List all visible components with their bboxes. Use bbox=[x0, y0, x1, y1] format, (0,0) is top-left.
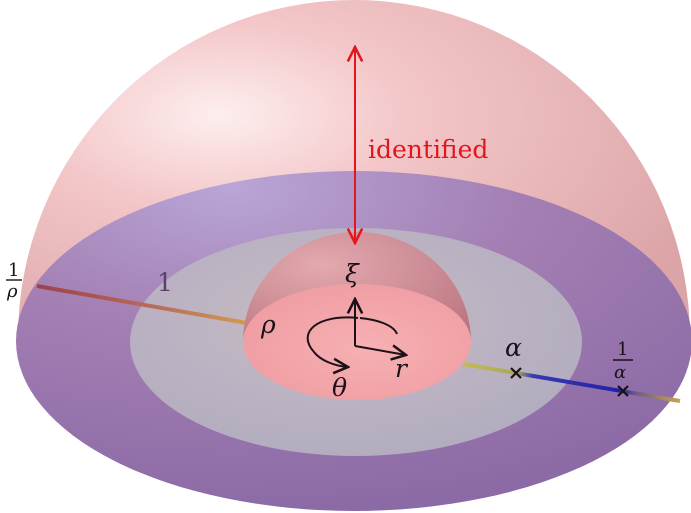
identified-label: identified bbox=[368, 135, 488, 164]
r-axis-arrow bbox=[354, 346, 406, 355]
one-over-rho-denominator: ρ bbox=[6, 281, 18, 302]
theta-rotation-arrow bbox=[306, 316, 359, 367]
one-over-alpha-label: 1 α bbox=[613, 339, 633, 383]
theta-rotation-arrow-tail bbox=[359, 317, 398, 335]
inner-disk bbox=[243, 284, 471, 400]
xi-label: ξ bbox=[345, 259, 360, 288]
one-over-alpha-denominator: α bbox=[614, 362, 626, 383]
one-over-rho-numerator: 1 bbox=[8, 260, 19, 281]
radial-segment-right bbox=[462, 362, 681, 403]
alpha-cross-marker bbox=[510, 367, 522, 379]
one-over-rho-label: 1 ρ bbox=[6, 260, 22, 302]
one-over-alpha-numerator: 1 bbox=[617, 339, 628, 360]
one-over-alpha-cross-marker bbox=[617, 385, 629, 397]
r-label: r bbox=[395, 354, 409, 383]
radial-segment-left bbox=[36, 284, 248, 325]
alpha-label: α bbox=[505, 333, 522, 362]
one-label: 1 bbox=[157, 268, 173, 297]
inner-dome bbox=[243, 232, 471, 342]
rho-label: ρ bbox=[260, 310, 276, 339]
theta-label: θ bbox=[332, 373, 347, 402]
